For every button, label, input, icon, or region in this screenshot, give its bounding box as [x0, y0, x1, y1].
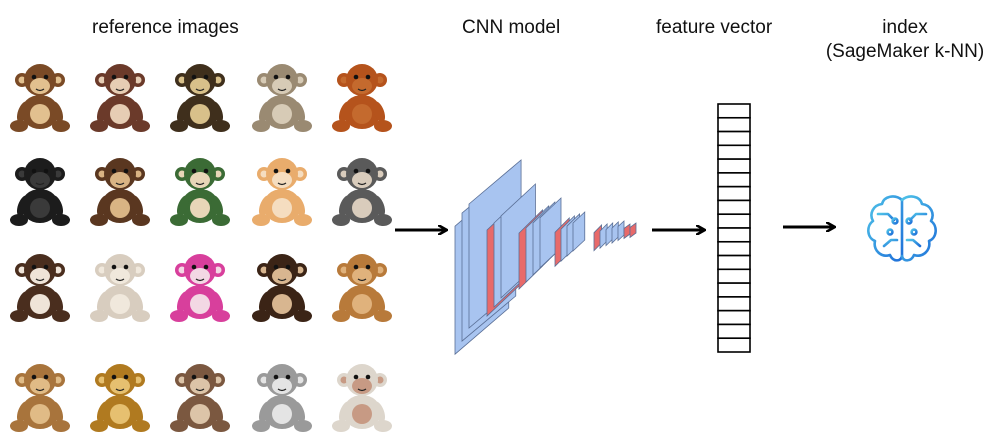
reference-image [85, 150, 155, 230]
feature-vector-cell [717, 296, 751, 312]
cnn-conv-layer [617, 220, 625, 242]
feature-vector-cell [717, 227, 751, 243]
reference-image [247, 56, 317, 136]
cnn-conv-layer [572, 211, 586, 252]
cnn-model-label: CNN model [462, 17, 561, 38]
reference-image [5, 356, 75, 436]
feature-vector-label: feature vector [656, 17, 773, 38]
reference-image [165, 246, 235, 326]
reference-image [5, 56, 75, 136]
reference-image [85, 246, 155, 326]
reference-image [327, 56, 397, 136]
index-label-line2: (SageMaker k-NN) [825, 41, 985, 62]
index-label: index (SageMaker k-NN) [810, 16, 1000, 64]
reference-image [165, 150, 235, 230]
reference-image [5, 150, 75, 230]
feature-vector-cell [717, 144, 751, 160]
feature-vector-cell [717, 282, 751, 298]
reference-image [247, 150, 317, 230]
reference-images-label: reference images [92, 17, 239, 38]
reference-image [247, 246, 317, 326]
feature-vector-cell [717, 240, 751, 257]
feature-vector-cell [717, 103, 751, 119]
feature-vector-cell [717, 158, 751, 174]
feature-vector-cell [717, 130, 751, 147]
reference-image [165, 356, 235, 436]
feature-vector-cell [717, 309, 751, 326]
reference-image-grid [0, 56, 400, 436]
feature-vector-cell [717, 337, 751, 353]
reference-image [85, 56, 155, 136]
feature-vector-cell [717, 254, 751, 271]
feature-vector-cell [717, 199, 751, 216]
reference-image [165, 56, 235, 136]
feature-vector-cell [717, 323, 751, 340]
feature-vector-cell [717, 172, 751, 188]
reference-image [85, 356, 155, 436]
feature-vector-cell [717, 213, 751, 229]
feature-vector-cell [717, 116, 751, 133]
feature-vector-diagram [717, 103, 751, 353]
cnn-model-diagram [454, 159, 637, 356]
index-label-line1: index [882, 17, 928, 38]
reference-image [327, 356, 397, 436]
feature-vector-cell [717, 268, 751, 284]
cnn-pooling-layer [629, 222, 637, 239]
reference-image [5, 246, 75, 326]
reference-image [327, 150, 397, 230]
cnn-pooling-layer [623, 223, 631, 240]
sagemaker-brain-icon [867, 195, 937, 262]
reference-image [327, 246, 397, 326]
feature-vector-cell [717, 185, 751, 202]
reference-image [247, 356, 317, 436]
